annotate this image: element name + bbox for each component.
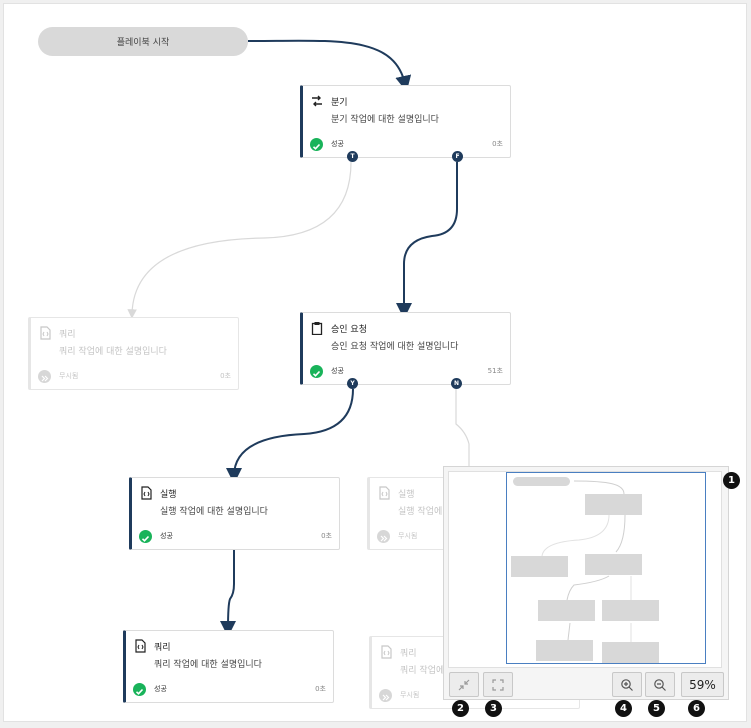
minimap-preview[interactable] [448, 471, 722, 668]
node-status: 성공 [331, 140, 344, 148]
node-title: 쿼리 [400, 649, 417, 659]
skipped-icon [377, 530, 390, 543]
callout-4: 4 [615, 700, 632, 717]
node-title: 분기 [331, 98, 348, 108]
branch-arrows-icon [312, 95, 322, 107]
fit-screen-button[interactable] [483, 672, 513, 697]
execute-document-icon [379, 486, 390, 500]
branch-node[interactable]: 분기 분기 작업에 대한 설명입니다 성공 0초 [300, 85, 511, 158]
success-check-icon [133, 683, 146, 696]
execute-node[interactable]: 실행 실행 작업에 대한 설명입니다 성공 0초 [129, 477, 340, 550]
node-description: 쿼리 작업에 [400, 666, 445, 676]
workflow-canvas[interactable]: 플레이북 시작 분기 분기 작업에 대한 설명입니다 성공 0초 T F 쿼리 … [3, 3, 747, 722]
query-document-icon [135, 639, 146, 653]
edge-approval-yes-to-execute [226, 388, 354, 484]
node-title: 실행 [398, 490, 415, 500]
node-title: 승인 요청 [331, 325, 367, 335]
node-status: 성공 [160, 532, 173, 540]
node-status: 성공 [154, 685, 167, 693]
node-duration: 0초 [220, 372, 231, 380]
port-no[interactable]: N [451, 378, 462, 389]
node-title: 쿼리 [59, 330, 76, 340]
node-description: 분기 작업에 대한 설명입니다 [331, 115, 439, 125]
zoom-out-button[interactable] [645, 672, 675, 697]
approval-request-node[interactable]: 승인 요청 승인 요청 작업에 대한 설명입니다 성공 51초 [300, 312, 511, 385]
skipped-icon [38, 370, 51, 383]
callout-5: 5 [648, 700, 665, 717]
clipboard-icon [311, 322, 323, 335]
node-status: 무시됨 [400, 691, 420, 699]
minimap-node [536, 640, 593, 661]
edge-execute-to-query [220, 549, 237, 637]
node-duration: 0초 [321, 532, 332, 540]
node-duration: 0초 [492, 140, 503, 148]
port-yes[interactable]: Y [347, 378, 358, 389]
callout-1: 1 [723, 472, 740, 489]
node-description: 승인 요청 작업에 대한 설명입니다 [331, 342, 459, 352]
query-document-icon [40, 326, 51, 340]
node-title: 실행 [160, 490, 177, 500]
skipped-icon [379, 689, 392, 702]
callout-2: 2 [452, 700, 469, 717]
execute-document-icon [141, 486, 152, 500]
minimap-node [602, 642, 659, 663]
collapse-arrows-icon [458, 679, 470, 690]
minimap-node [538, 600, 595, 621]
edge-branch-false-to-approval [396, 162, 458, 319]
port-false[interactable]: F [452, 151, 463, 162]
edge-branch-true-to-query [127, 161, 352, 319]
node-duration: 51초 [487, 367, 503, 375]
collapse-button[interactable] [449, 672, 479, 697]
query-node[interactable]: 쿼리 쿼리 작업에 대한 설명입니다 성공 0초 [123, 630, 334, 703]
minimap-node [511, 556, 568, 577]
node-status: 성공 [331, 367, 344, 375]
edge-start-to-branch [247, 39, 412, 92]
node-description: 실행 작업에 대한 설명입니다 [160, 507, 268, 517]
node-description: 쿼리 작업에 대한 설명입니다 [154, 660, 262, 670]
success-check-icon [310, 365, 323, 378]
query-node-skipped[interactable]: 쿼리 쿼리 작업에 대한 설명입니다 무시됨 0초 [28, 317, 239, 390]
minimap-node [585, 554, 642, 575]
minimap-node [602, 600, 659, 621]
zoom-level: 59% [681, 672, 724, 697]
node-status: 무시됨 [59, 372, 79, 380]
minimap-node [585, 494, 642, 515]
node-description: 실행 작업에 [398, 507, 443, 517]
node-status: 무시됨 [398, 532, 418, 540]
node-duration: 0초 [315, 685, 326, 693]
success-check-icon [310, 138, 323, 151]
node-description: 쿼리 작업에 대한 설명입니다 [59, 347, 167, 357]
playbook-start-node[interactable]: 플레이북 시작 [38, 27, 248, 56]
minimap-edges [541, 480, 632, 642]
minimap-panel[interactable]: 59% [443, 466, 729, 700]
start-label: 플레이북 시작 [116, 38, 170, 48]
minimap-viewport[interactable] [506, 472, 706, 664]
port-true[interactable]: T [347, 151, 358, 162]
node-title: 쿼리 [154, 643, 171, 653]
zoom-out-icon [654, 678, 666, 691]
zoom-in-button[interactable] [612, 672, 642, 697]
success-check-icon [139, 530, 152, 543]
query-document-icon [381, 645, 392, 659]
zoom-in-icon [621, 678, 633, 691]
fit-screen-icon [492, 678, 504, 691]
callout-3: 3 [485, 700, 502, 717]
callout-6: 6 [688, 700, 705, 717]
edge-layer [127, 39, 470, 637]
minimap-start [513, 477, 570, 486]
edge-approval-no-to-skipped [455, 389, 470, 474]
